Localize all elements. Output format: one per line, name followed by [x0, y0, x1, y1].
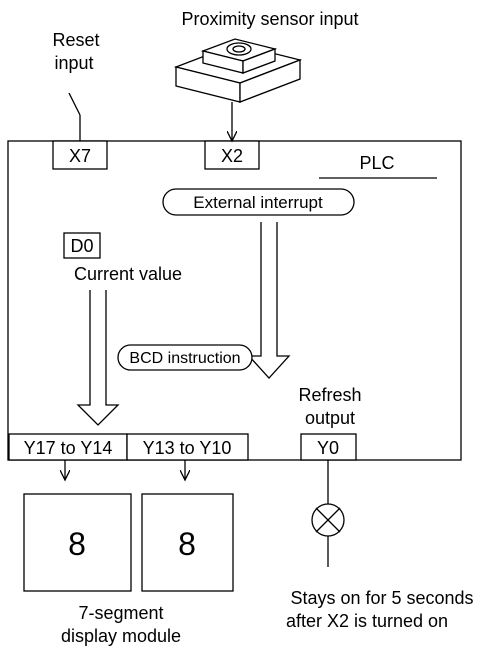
display-2-digit: 8: [178, 526, 196, 562]
register-d0-label: D0: [70, 236, 93, 256]
terminal-x7: [52, 140, 108, 170]
display-label-line2: display module: [61, 626, 181, 646]
sensor-label: Proximity sensor input: [181, 9, 358, 29]
seven-segment-display-2: [141, 493, 234, 592]
plc-label: PLC: [359, 153, 394, 173]
reset-label-line1: Reset: [52, 30, 99, 50]
terminal-y17-y14-label: Y17 to Y14: [24, 438, 113, 458]
refresh-label-line1: Refresh: [298, 385, 361, 405]
terminal-x7-label: X7: [69, 146, 91, 166]
external-interrupt-label: External interrupt: [193, 193, 323, 212]
external-interrupt-capsule: [162, 188, 355, 216]
bcd-instruction-capsule: [117, 344, 253, 371]
current-value-flow-arrow: [76, 290, 120, 426]
interrupt-flow-arrow: [247, 222, 291, 379]
terminal-x2-label: X2: [221, 146, 243, 166]
lamp-icon: [311, 460, 345, 567]
seven-segment-display-1: [23, 493, 132, 592]
proximity-sensor-icon: [173, 38, 303, 103]
reset-label-line2: input: [54, 53, 93, 73]
lamp-note-line2: after X2 is turned on: [286, 611, 448, 631]
terminal-y13-y10: [126, 433, 249, 461]
lamp-note-line1: Stays on for 5 seconds: [290, 588, 473, 608]
register-d0: [63, 232, 101, 259]
terminal-y17-y14: [8, 433, 128, 461]
reset-switch-icon: [68, 92, 81, 141]
bcd-instruction-label: BCD instruction: [129, 350, 240, 367]
terminal-y0-label: Y0: [317, 438, 339, 458]
display-1-digit: 8: [68, 526, 86, 562]
display-label-line1: 7-segment: [78, 603, 163, 623]
refresh-label-line2: output: [305, 408, 355, 428]
terminal-y13-y10-label: Y13 to Y10: [143, 438, 232, 458]
current-value-label: Current value: [74, 264, 182, 284]
